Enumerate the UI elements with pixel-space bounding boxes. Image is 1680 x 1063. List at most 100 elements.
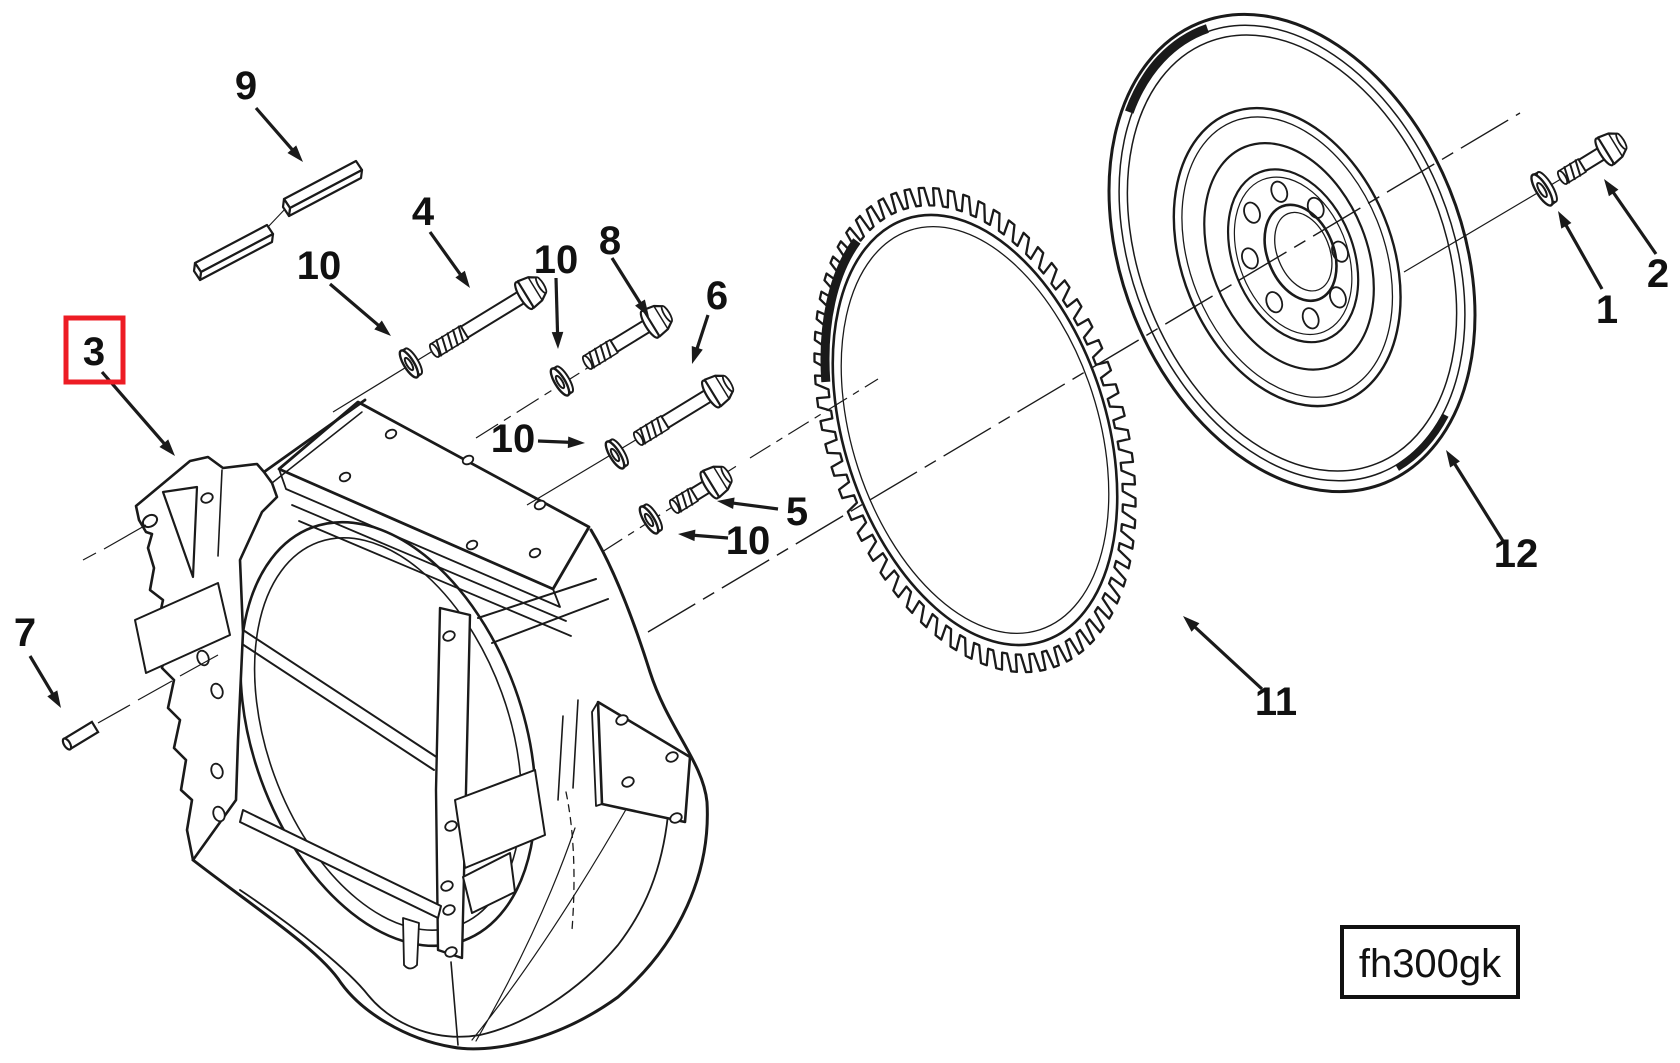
flywheel-bolt-hole	[1329, 286, 1347, 309]
housing-window-1	[454, 769, 546, 869]
callout-arrowhead	[1604, 179, 1619, 197]
housing-sloped-edge	[262, 398, 367, 474]
figure-code-box: fh300gk	[1340, 925, 1520, 999]
washer-10a	[398, 347, 423, 379]
figure-code-text: fh300gk	[1359, 942, 1502, 986]
callout-6-5: 6	[691, 274, 728, 364]
callout-8-7: 8	[599, 219, 649, 317]
flywheel-ring-2	[1126, 34, 1458, 472]
housing-inner-rib	[235, 627, 439, 771]
ring-gear-shading	[820, 238, 861, 383]
key-lower-end	[192, 261, 203, 282]
callout-label-10: 10	[491, 417, 536, 461]
boss-axis	[82, 524, 147, 561]
flywheel-ring-1	[1118, 24, 1466, 482]
callout-7-6: 7	[14, 611, 61, 708]
dowel-pin	[61, 720, 100, 751]
callout-12-14: 12	[1446, 450, 1538, 576]
flywheel-housing	[134, 398, 709, 1051]
callout-arrow-line	[610, 257, 643, 306]
flywheel-ring-5	[1203, 142, 1375, 371]
callout-label-10: 10	[297, 244, 342, 288]
housing-hidden-bore-line	[565, 791, 575, 931]
bolt5-axis	[601, 378, 879, 553]
ring-gear	[813, 186, 1137, 674]
callout-arrowhead	[1558, 211, 1572, 229]
flywheel-shading-bottom	[1395, 413, 1449, 471]
callout-arrowhead	[635, 299, 649, 317]
housing-seam-line	[450, 961, 459, 1046]
flywheel-ring-0	[1107, 12, 1477, 494]
washer-10d	[638, 503, 663, 535]
callout-arrow-line	[694, 314, 710, 352]
washer-1	[1530, 171, 1558, 207]
bolt-6	[632, 374, 735, 446]
callout-arrowhead	[47, 690, 61, 708]
pin-axis	[97, 654, 219, 724]
flywheel-ring-3	[1172, 106, 1402, 408]
ring-gear-body	[813, 186, 1137, 674]
flange-window	[134, 582, 231, 674]
housing-casting-lines	[471, 805, 629, 1042]
washer-10c	[604, 438, 629, 470]
housing-window-2	[462, 852, 516, 914]
callout-arrowhead	[691, 346, 703, 364]
callout-arrowhead	[374, 320, 391, 336]
callout-arrowhead	[455, 270, 470, 288]
callout-label-1: 1	[1596, 288, 1618, 332]
washer-10b	[549, 365, 574, 397]
callout-10-11: 10	[491, 417, 585, 461]
callout-2-1: 2	[1604, 179, 1669, 296]
flywheel-bolt-hole	[1265, 291, 1284, 314]
bolt-8	[581, 304, 673, 370]
callout-arrow-line	[328, 282, 382, 329]
right-flange-holes	[615, 714, 683, 824]
flywheel-body	[1107, 12, 1477, 494]
key-axis	[266, 207, 287, 229]
bolt-2	[1556, 132, 1628, 185]
callout-arrowhead	[551, 331, 564, 349]
callout-label-6: 6	[706, 274, 728, 318]
callout-arrow-line	[691, 533, 729, 540]
upper-brace	[477, 578, 609, 644]
column-holes	[440, 630, 458, 958]
callout-9-8: 9	[235, 64, 303, 162]
fasteners	[398, 132, 1628, 535]
callout-label-11: 11	[1255, 680, 1297, 724]
flywheel-ring-9	[1274, 211, 1333, 292]
housing-gasket-band	[278, 468, 572, 637]
callout-arrow-line	[554, 277, 560, 336]
main-axis	[647, 112, 1521, 633]
callout-arrow-line	[730, 501, 779, 511]
flywheel-bolt-hole	[1301, 307, 1320, 330]
housing-bell-outline	[191, 528, 709, 1051]
callout-arrow-line	[1192, 624, 1264, 691]
bracket-top-hole	[200, 492, 214, 504]
callout-label-7: 7	[14, 611, 36, 655]
ring-gear-teeth	[813, 186, 1137, 674]
flywheel	[1107, 12, 1477, 494]
lower-strut	[239, 809, 442, 919]
ring-gear-inner-edge	[831, 213, 1119, 647]
right-face-ribs	[557, 699, 579, 801]
callout-10-12: 10	[678, 519, 770, 563]
callout-label-9: 9	[235, 64, 257, 108]
callout-label-12: 12	[1494, 532, 1539, 576]
key-pair	[192, 159, 364, 282]
bracket-boss-hole	[141, 513, 159, 529]
callout-arrow-line	[1452, 461, 1505, 542]
callout-10-10: 10	[534, 238, 579, 349]
highlight-box	[63, 315, 126, 385]
callout-1-0: 1	[1558, 211, 1618, 332]
callout-11-13: 11	[1183, 616, 1297, 724]
flywheel-ring-7	[1233, 176, 1353, 336]
flywheel-ring-8	[1263, 203, 1338, 303]
callout-arrow-line	[428, 231, 464, 278]
callout-label-3: 3	[83, 330, 105, 374]
pin-end-cap	[61, 737, 73, 751]
housing-center-column	[434, 606, 472, 960]
callout-label-10: 10	[534, 238, 579, 282]
callout-label-5: 5	[786, 490, 808, 534]
